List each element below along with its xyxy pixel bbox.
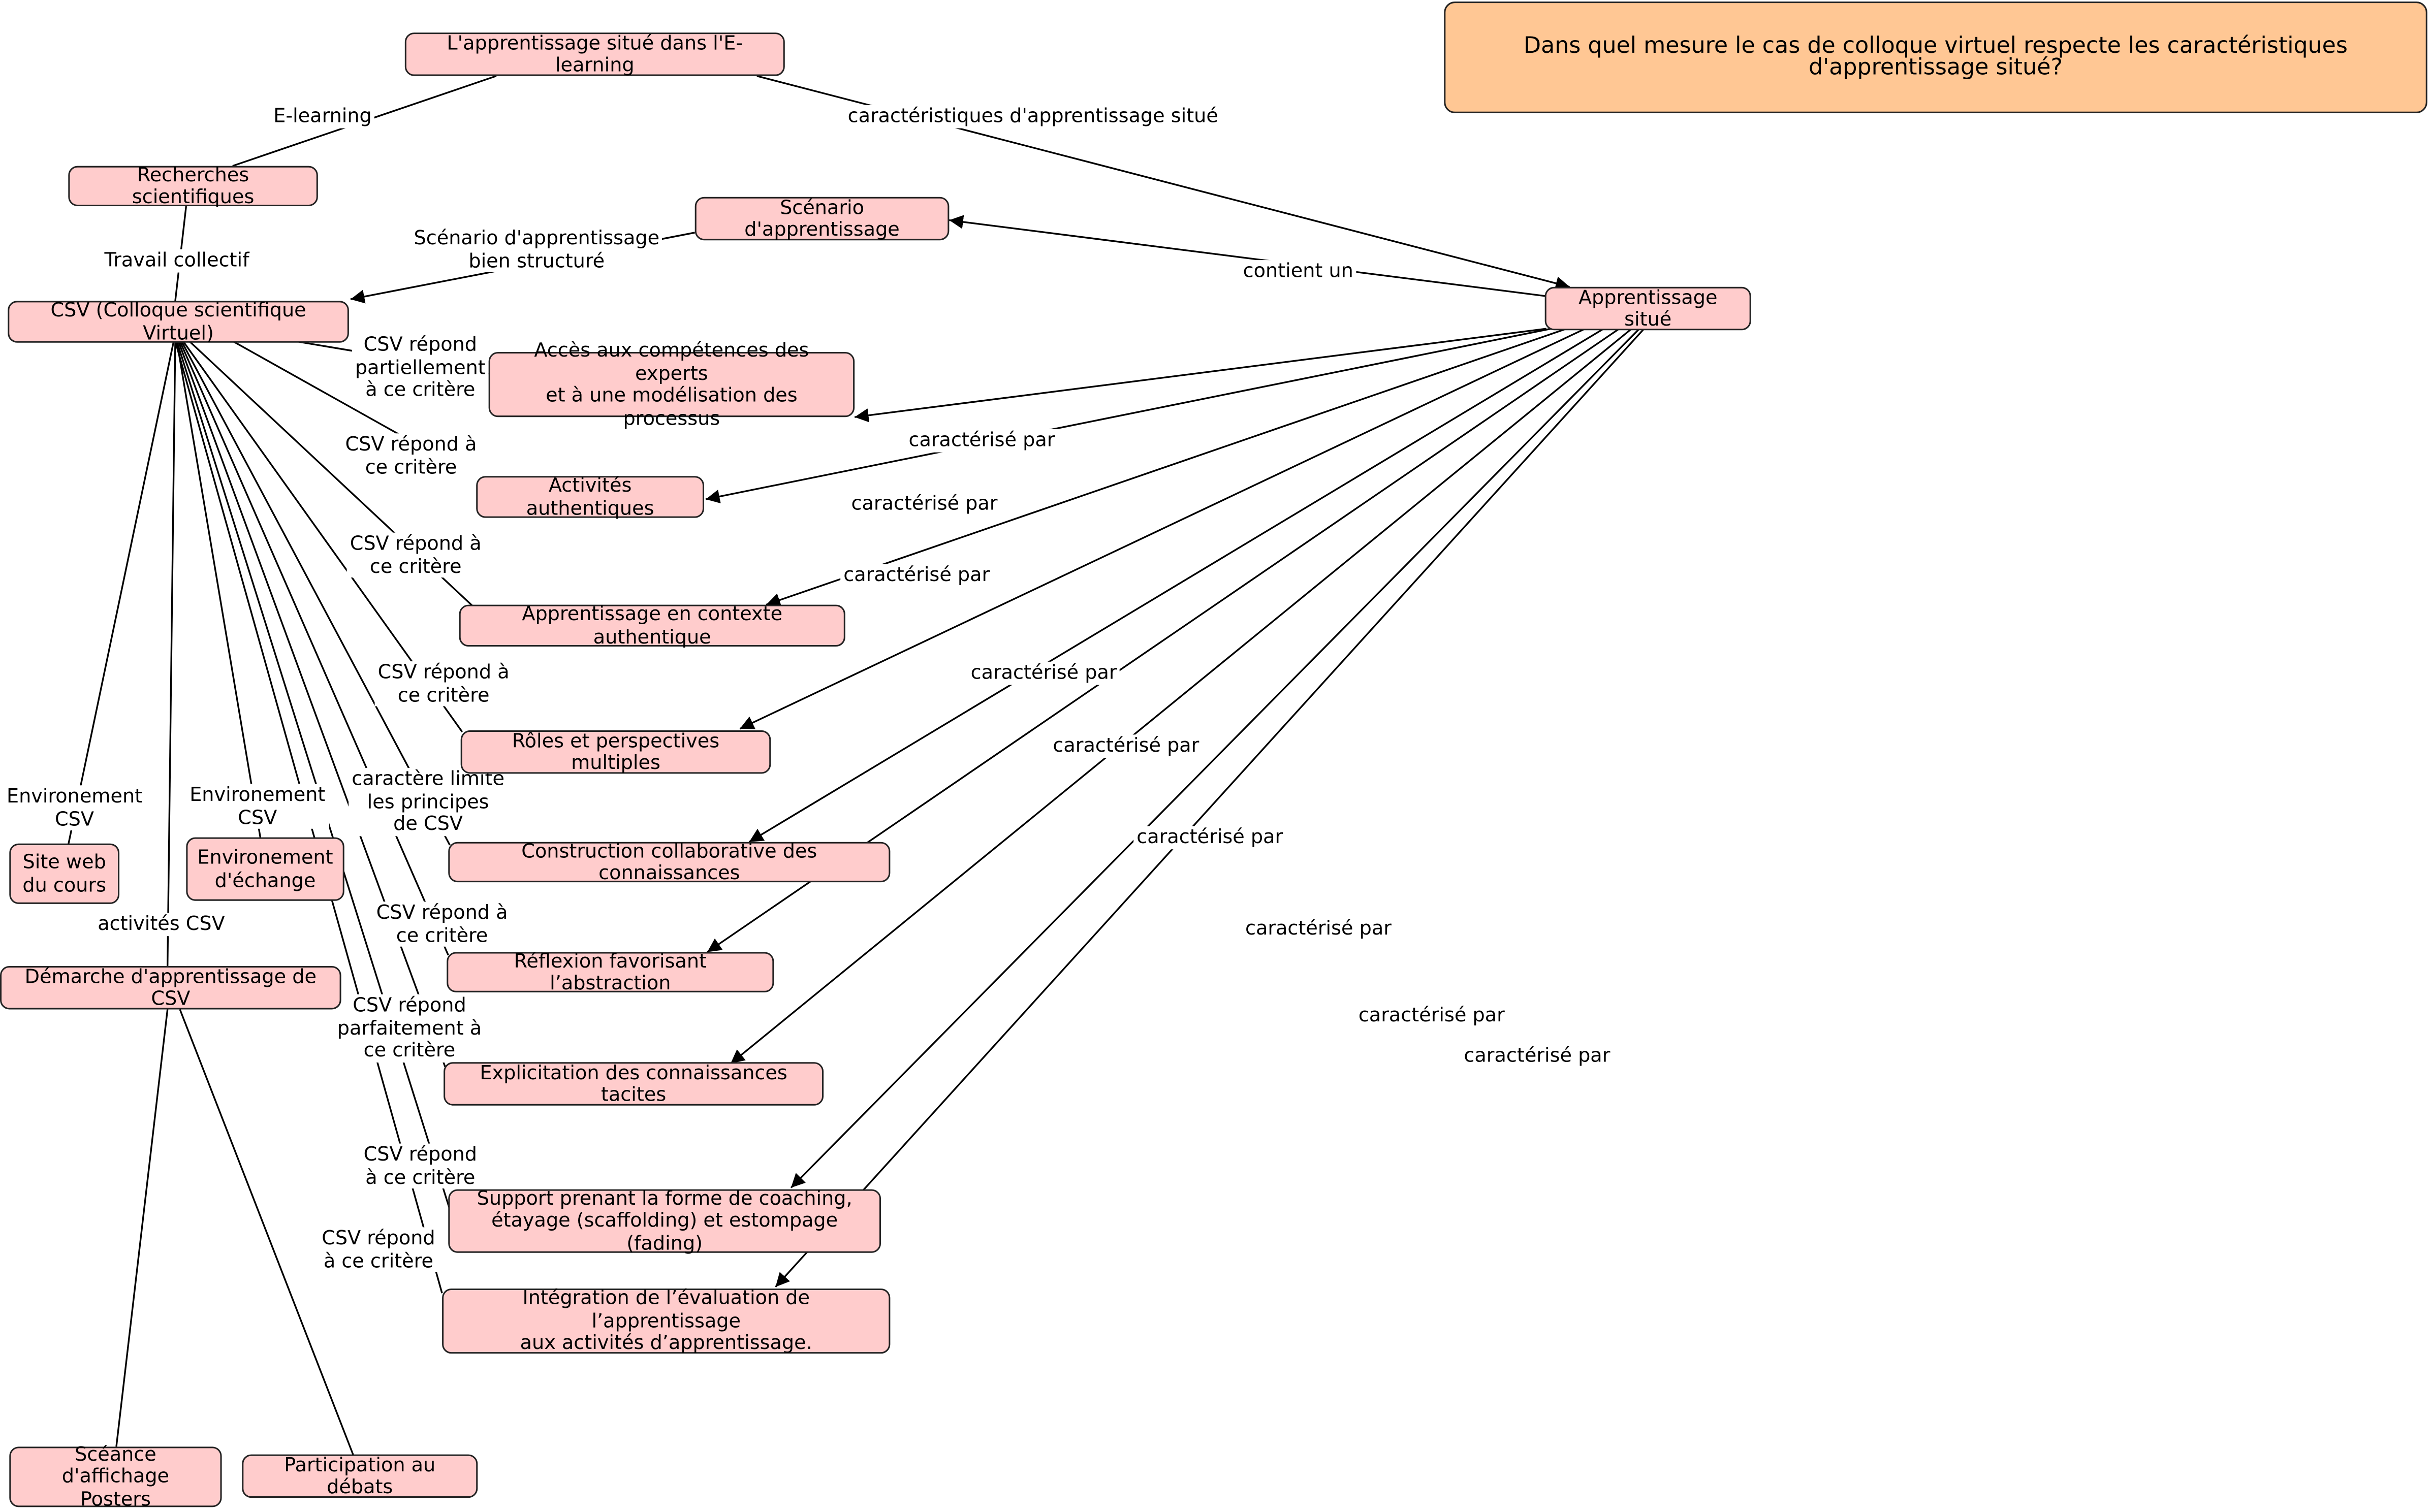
edge-demarche-to-debats bbox=[179, 1009, 355, 1457]
edge-situe-to-activites bbox=[705, 328, 1552, 504]
edge-csv-to-reflexion bbox=[179, 340, 449, 956]
edge-situe-to-support bbox=[790, 328, 1640, 1188]
edge-label-activites-csv: activités CSV bbox=[94, 912, 228, 936]
edge-label-caracterise-contexte: caractérisé par bbox=[840, 563, 993, 587]
node-reflexion-abstraction[interactable]: Réflexion favorisant l’abstraction bbox=[447, 949, 774, 993]
node-participation-debats[interactable]: Participation au débats bbox=[242, 1453, 478, 1498]
edge-csv-to-demarche bbox=[167, 341, 176, 966]
edge-situe-to-contexte bbox=[766, 328, 1567, 607]
edge-label-csv-support: CSV répond à ce critère bbox=[360, 1142, 481, 1189]
research-question-box: Dans quel mesure le cas de colloque virt… bbox=[1444, 2, 2427, 113]
node-apprentissage-situe[interactable]: Apprentissage situé bbox=[1544, 285, 1751, 331]
edge-label-scenario-bien-structure: Scénario d'apprentissage bien structuré bbox=[410, 226, 663, 272]
edge-situe-to-acces bbox=[854, 328, 1546, 423]
node-integration-evaluation[interactable]: Intégration de l’évaluation de l’apprent… bbox=[442, 1286, 891, 1354]
edge-csv-to-env-echange bbox=[176, 341, 262, 839]
edge-situe-to-roles bbox=[739, 328, 1586, 730]
edge-csv-to-site-web bbox=[67, 341, 175, 846]
edge-label-environement-site: Environement CSV bbox=[3, 784, 146, 830]
edge-label-caracterise-construction: caractérisé par bbox=[1050, 734, 1203, 757]
edge-label-csv-integration: CSV répond à ce critère bbox=[319, 1226, 438, 1272]
edge-label-caracteristiques: caractéristiques d'apprentissage situé bbox=[844, 104, 1221, 128]
edge-label-contient-un: contient un bbox=[1240, 260, 1356, 283]
node-elearning[interactable]: L'apprentissage situé dans l'E-learning bbox=[404, 30, 785, 76]
edge-label-caractere-limite: caractère limite les principes de CSV bbox=[349, 767, 508, 835]
node-explicitation[interactable]: Explicitation des connaissances tacites bbox=[444, 1060, 824, 1106]
edge-label-csv-activites: CSV répond à ce critère bbox=[342, 432, 480, 478]
node-environement-echange[interactable]: Environement d'échange bbox=[186, 837, 344, 901]
node-activites-authentiques[interactable]: Activités authentiques bbox=[476, 473, 705, 518]
edge-apprentissage-situe-to-scenario bbox=[949, 215, 1546, 297]
edge-csv-to-support bbox=[176, 341, 451, 1210]
edge-label-environement-echange: Environement CSV bbox=[186, 783, 329, 829]
edge-label-caracterise-explicitation: caractérisé par bbox=[1242, 917, 1395, 940]
node-demarche-csv[interactable]: Démarche d'apprentissage de CSV bbox=[0, 964, 341, 1010]
node-scenario-apprentissage[interactable]: Scénario d'apprentissage bbox=[694, 195, 950, 241]
edge-label-csv-partiellement: CSV répond partiellement à ce critère bbox=[352, 333, 489, 401]
edge-label-csv-parfaitement: CSV répond parfaitement à ce critère bbox=[334, 993, 485, 1062]
edge-label-csv-roles: CSV répond à ce critère bbox=[374, 660, 513, 706]
node-seance-affichage[interactable]: Scéance d'affichage Posters bbox=[9, 1442, 222, 1509]
edge-demarche-to-affichage bbox=[115, 1009, 169, 1447]
edge-label-caracterise-integration: caractérisé par bbox=[1461, 1044, 1614, 1068]
node-roles-perspectives[interactable]: Rôles et perspectives multiples bbox=[460, 728, 771, 774]
node-csv[interactable]: CSV (Colloque scientifique Virtuel) bbox=[8, 298, 349, 343]
edge-label-e-learning: E-learning bbox=[270, 104, 375, 128]
edge-label-caracterise-reflexion: caractérisé par bbox=[1133, 825, 1286, 849]
edge-label-caracterise-acces: caractérisé par bbox=[905, 428, 1058, 452]
edge-label-caracterise-roles: caractérisé par bbox=[967, 661, 1120, 685]
node-recherches-scientifiques[interactable]: Recherches scientifiques bbox=[68, 163, 318, 207]
edge-situe-to-construction bbox=[748, 328, 1604, 843]
edge-situe-to-explicitation bbox=[730, 328, 1632, 1065]
edge-label-csv-reflexion: CSV répond à ce critère bbox=[373, 900, 511, 947]
edge-label-caracterise-activites: caractérisé par bbox=[848, 492, 1001, 516]
edge-situe-to-integration bbox=[775, 328, 1645, 1288]
edge-csv-to-construction bbox=[180, 340, 451, 846]
node-acces-competences[interactable]: Accès aux compétences des experts et à u… bbox=[488, 338, 855, 428]
node-construction-collaborative[interactable]: Construction collaborative des connaissa… bbox=[448, 839, 891, 883]
node-support-coaching[interactable]: Support prenant la forme de coaching, ét… bbox=[448, 1186, 881, 1253]
edge-label-caracterise-support: caractérisé par bbox=[1355, 1004, 1508, 1027]
node-contexte-authentique[interactable]: Apprentissage en contexte authentique bbox=[459, 602, 845, 647]
edge-label-csv-contexte: CSV répond à ce critère bbox=[346, 531, 485, 578]
node-site-web[interactable]: Site web du cours bbox=[9, 843, 120, 904]
edge-label-travail-collectif: Travail collectif bbox=[101, 248, 252, 272]
